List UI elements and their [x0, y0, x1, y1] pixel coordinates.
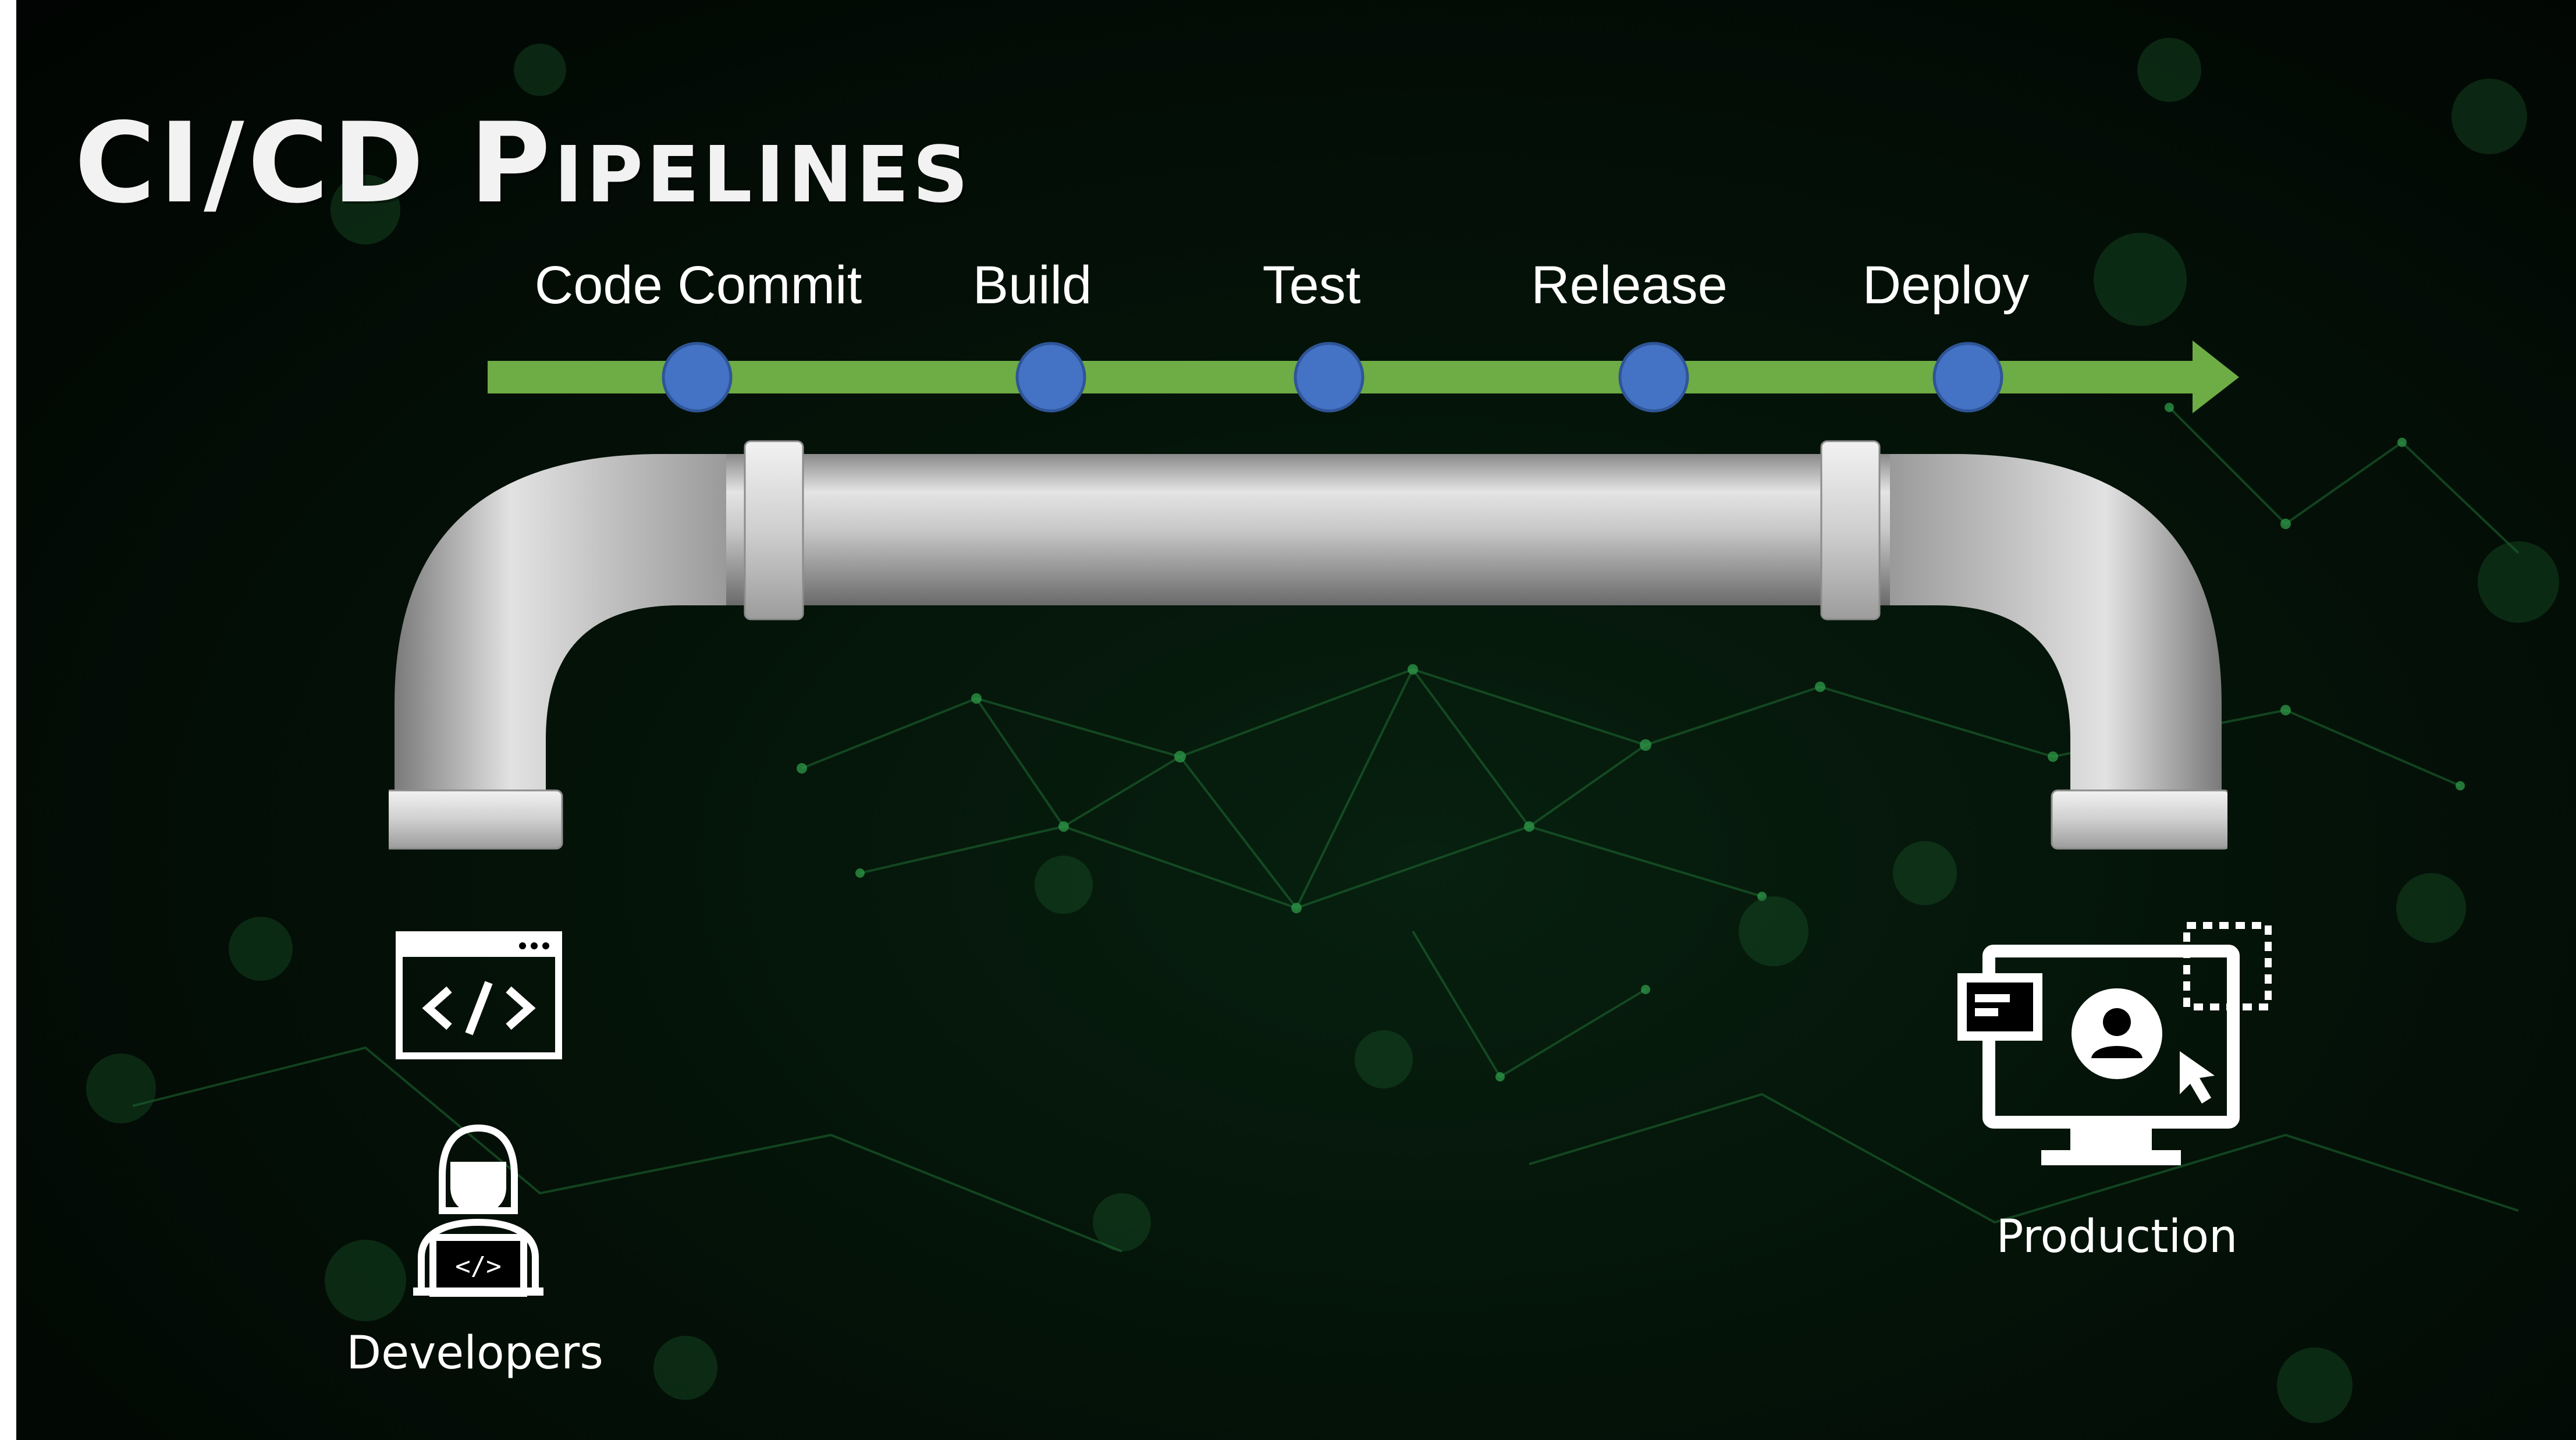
stage-label-build: Build: [972, 256, 1092, 315]
slide: CI/CD Pipelines Code Commit Build Test R…: [16, 0, 2576, 1440]
stage-node-release: [1618, 342, 1689, 413]
developer-laptop-icon: </>: [413, 1124, 543, 1297]
pipe-collar-left: [744, 440, 804, 620]
network-background: [86, 38, 2559, 1423]
stage-label-deploy: Deploy: [1862, 256, 2030, 315]
stage-label-test: Test: [1262, 256, 1361, 315]
pipe-straight: [726, 454, 1890, 605]
stage-node-code-commit: [662, 342, 733, 413]
page-title: CI/CD Pipelines: [74, 99, 972, 228]
stage-label-code-commit: Code Commit: [534, 256, 862, 315]
stage-label-release: Release: [1531, 256, 1728, 315]
pipeline-pipe: [389, 440, 2227, 850]
pipe-elbow-left: [395, 454, 726, 792]
stage-node-build: [1015, 342, 1086, 413]
code-window-icon: [396, 931, 562, 1059]
arrow-head: [2193, 341, 2239, 413]
target-caption: Production: [1996, 1211, 2238, 1263]
source-caption: Developers: [346, 1327, 603, 1379]
pipe-foot-right: [2051, 789, 2227, 850]
monitor-user-icon: [1957, 922, 2272, 1165]
pipe-foot-left: [389, 789, 563, 850]
pipe-collar-right: [1820, 440, 1881, 620]
pipeline-arrow: [488, 341, 2239, 413]
svg-text:</>: </>: [455, 1251, 501, 1281]
stage-node-test: [1294, 342, 1365, 413]
pipe-elbow-right: [1890, 454, 2222, 792]
stage-node-deploy: [1932, 342, 2003, 413]
